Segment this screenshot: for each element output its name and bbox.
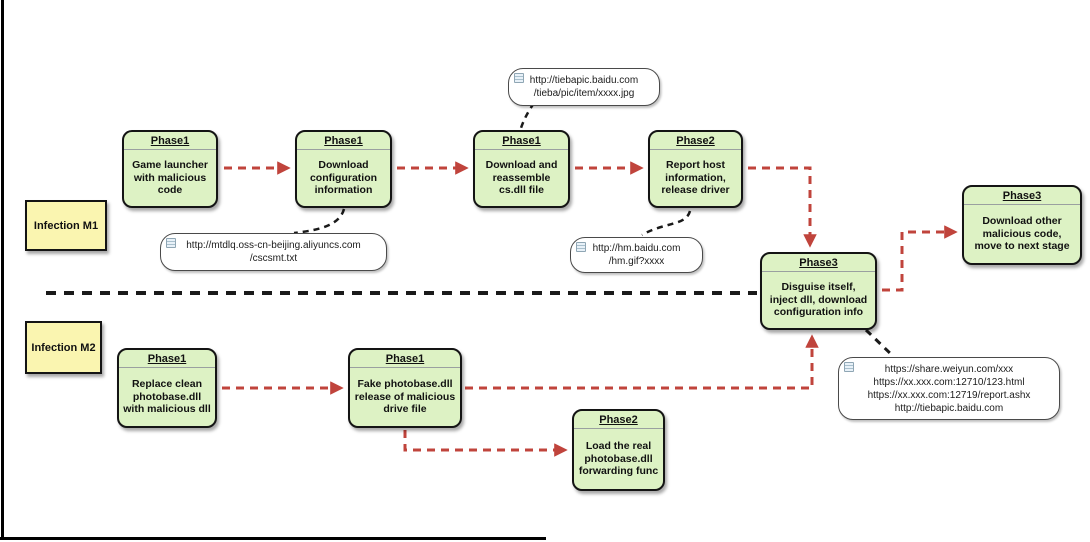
phase-node-body: Disguise itself, inject dll, download co… bbox=[769, 280, 868, 319]
phase-node-header: Phase2 bbox=[650, 132, 741, 150]
phase-node-body: Download and reassemble cs.dll file bbox=[485, 158, 558, 197]
note-text: https://share.weiyun.com/xxx https://xx.… bbox=[867, 363, 1031, 414]
phase-node-report-host: Phase2 Report host information, release … bbox=[648, 130, 743, 208]
note-tiebapic-jpg: http://tiebapic.baidu.com /tieba/pic/ite… bbox=[508, 68, 660, 106]
phase-node-header: Phase1 bbox=[119, 350, 215, 368]
note-text: http://mtdlq.oss-cn-beijing.aliyuncs.com… bbox=[186, 240, 361, 264]
phase-node-header: Phase1 bbox=[475, 132, 568, 150]
note-hm-baidu-url: http://hm.baidu.com /hm.gif?xxxx bbox=[570, 237, 703, 273]
phase-node-reassemble-dll: Phase1 Download and reassemble cs.dll fi… bbox=[473, 130, 570, 208]
phase-node-header: Phase3 bbox=[762, 254, 875, 272]
note-icon bbox=[576, 242, 586, 252]
note-connector-weiyun bbox=[864, 328, 895, 358]
phase-node-replace-clean: Phase1 Replace clean photobase.dll with … bbox=[117, 348, 217, 428]
phase-node-disguise: Phase3 Disguise itself, inject dll, down… bbox=[760, 252, 877, 330]
phase-node-header: Phase1 bbox=[124, 132, 216, 150]
note-connector-mtdlq bbox=[293, 208, 346, 235]
phase-node-body: Game launcher with malicious code bbox=[132, 158, 208, 197]
phase-node-body: Fake photobase.dll release of malicious … bbox=[354, 377, 456, 416]
lane-label-infection-m2: Infection M2 bbox=[25, 321, 102, 374]
phase-node-header: Phase3 bbox=[964, 187, 1080, 205]
note-text: http://hm.baidu.com /hm.gif?xxxx bbox=[592, 243, 681, 267]
arrow-fake-to-disguise bbox=[465, 334, 819, 390]
phase-node-header: Phase1 bbox=[297, 132, 390, 150]
arrow-disguise-to-download-other bbox=[882, 225, 958, 292]
phase-node-body: Replace clean photobase.dll with malicio… bbox=[123, 377, 211, 416]
arrow-fake-to-load-real bbox=[403, 430, 568, 457]
note-icon bbox=[844, 362, 854, 372]
phase-node-body: Report host information, release driver bbox=[661, 158, 730, 197]
lane-label-text: Infection M1 bbox=[33, 219, 99, 232]
phase-node-load-real: Phase2 Load the real photobase.dll forwa… bbox=[572, 409, 665, 491]
phase-node-body: Download other malicious code, move to n… bbox=[974, 214, 1070, 253]
lane-label-text: Infection M2 bbox=[31, 341, 96, 354]
note-connector-hm-baidu bbox=[641, 210, 692, 237]
phase-node-header: Phase2 bbox=[574, 411, 663, 429]
note-connector-tiebapic bbox=[519, 102, 536, 129]
phase-node-fake-photobase: Phase1 Fake photobase.dll release of mal… bbox=[348, 348, 462, 428]
note-weiyun-urls: https://share.weiyun.com/xxx https://xx.… bbox=[838, 357, 1060, 420]
note-text: http://tiebapic.baidu.com /tieba/pic/ite… bbox=[529, 75, 639, 99]
phase-node-game-launcher: Phase1 Game launcher with malicious code bbox=[122, 130, 218, 208]
phase-node-download-config: Phase1 Download configuration informatio… bbox=[295, 130, 392, 208]
phase-node-body: Load the real photobase.dll forwarding f… bbox=[578, 439, 659, 478]
note-icon bbox=[514, 73, 524, 83]
phase-node-download-other: Phase3 Download other malicious code, mo… bbox=[962, 185, 1082, 265]
lane-label-infection-m1: Infection M1 bbox=[25, 200, 107, 251]
arrow-report-to-disguise bbox=[748, 166, 817, 248]
note-icon bbox=[166, 238, 176, 248]
phase-node-body: Download configuration information bbox=[309, 158, 378, 197]
note-mtdlq-config-url: http://mtdlq.oss-cn-beijing.aliyuncs.com… bbox=[160, 233, 387, 271]
phase-node-header: Phase1 bbox=[350, 350, 460, 368]
